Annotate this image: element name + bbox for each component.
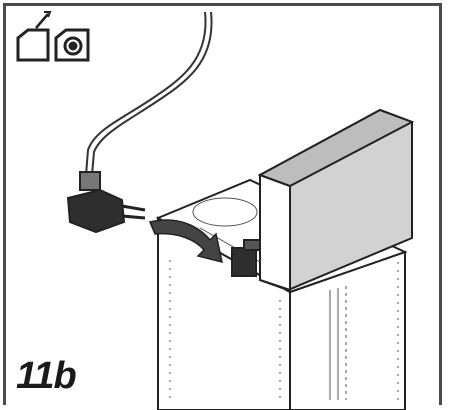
hood-filter-icon xyxy=(54,28,90,62)
hood-outline-icon xyxy=(16,11,52,62)
power-plug xyxy=(66,171,146,234)
electronics-box xyxy=(257,108,415,292)
step-number: 11b xyxy=(16,355,77,397)
insertion-arrow-icon xyxy=(148,219,223,264)
box-connector xyxy=(231,239,261,277)
power-cable xyxy=(85,11,213,176)
panel-border xyxy=(3,3,442,405)
